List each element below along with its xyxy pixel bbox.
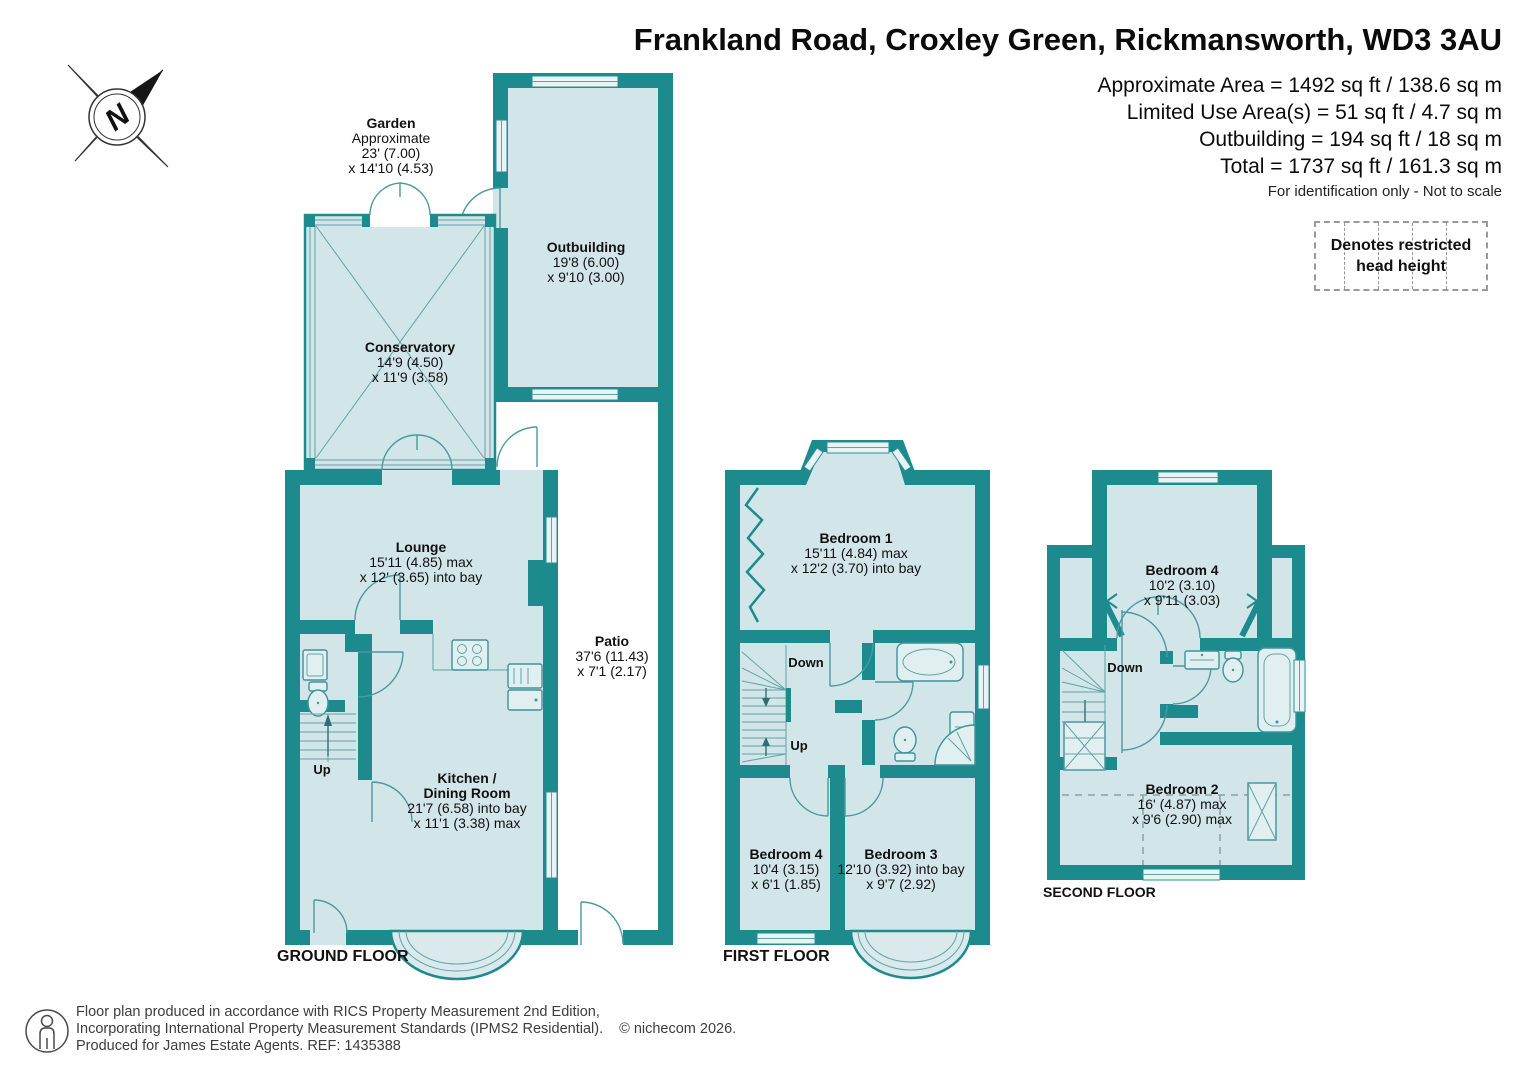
limited-use-area: Limited Use Area(s) = 51 sq ft / 4.7 sq … — [1126, 101, 1502, 124]
ground-stairs — [300, 713, 356, 762]
wardrobe-icon — [1063, 721, 1106, 771]
second-bath-icon — [1257, 647, 1297, 733]
footer-copyright: © nichecom 2026. — [619, 1021, 737, 1037]
person-icon — [25, 1009, 69, 1053]
second-sink-icon — [1184, 650, 1220, 670]
first-stairs-down-label: Down — [788, 655, 824, 670]
outbuilding-area: Outbuilding = 194 sq ft / 18 sq m — [1199, 128, 1502, 151]
second-floor-plan — [1047, 470, 1306, 881]
first-bedroom4-label: Bedroom 4 10'4 (3.15) x 6'1 (1.85) — [749, 846, 823, 892]
approximate-area: Approximate Area = 1492 sq ft / 138.6 sq… — [1097, 74, 1503, 97]
first-floor-plan — [725, 440, 990, 980]
conservatory-label: Conservatory 14'9 (4.50) x 11'9 (3.58) — [364, 339, 456, 385]
bathroom-toilet-icon — [893, 726, 917, 762]
bedroom2-label: Bedroom 2 16' (4.87) max x 9'6 (2.90) ma… — [1132, 781, 1232, 827]
total-area: Total = 1737 sq ft / 161.3 sq m — [1220, 155, 1502, 178]
outbuilding-label: Outbuilding 19'8 (6.00) x 9'10 (3.00) — [546, 239, 626, 285]
footer-line1: Floor plan produced in accordance with R… — [76, 1004, 600, 1020]
footer-text: Floor plan produced in accordance with R… — [76, 1004, 736, 1055]
bedroom3-bay-window — [845, 929, 975, 980]
kitchen-sink-icon — [507, 663, 543, 711]
bath-icon — [896, 642, 964, 682]
legend-dash-line — [1378, 223, 1379, 289]
legend-dash-line — [1344, 223, 1345, 289]
kitchen-label: Kitchen / Dining Room 21'7 (6.58) into b… — [407, 770, 527, 831]
ground-stairs-up-label: Up — [313, 762, 331, 777]
hob-icon — [451, 639, 489, 671]
second-stairs-down-label: Down — [1107, 660, 1143, 675]
bedroom3-label: Bedroom 3 12'10 (3.92) into bay x 9'7 (2… — [837, 846, 965, 892]
page-title: Frankland Road, Croxley Green, Rickmansw… — [633, 22, 1502, 57]
area-summary: Approximate Area = 1492 sq ft / 138.6 sq… — [1098, 72, 1503, 180]
legend-text: Denotes restricted head height — [1330, 237, 1472, 275]
first-floor-title: FIRST FLOOR — [723, 948, 830, 965]
second-floor-title: SECOND FLOOR — [1043, 884, 1156, 900]
second-bedroom4-label: Bedroom 4 10'2 (3.10) x 9'11 (3.03) — [1143, 562, 1221, 608]
second-toilet-icon — [1222, 650, 1244, 683]
shower-icon — [934, 724, 976, 766]
footer-line2-row: Incorporating International Property Mea… — [76, 1021, 736, 1038]
wardrobe2-icon — [1247, 782, 1277, 841]
lounge-label: Lounge 15'11 (4.85) max x 12' (3.65) int… — [359, 539, 483, 585]
compass-icon: N — [67, 64, 169, 168]
restricted-height-legend: Denotes restricted head height — [1314, 221, 1488, 291]
wc-toilet-icon — [307, 681, 329, 717]
first-stairs-up-label: Up — [790, 738, 808, 753]
legend-dash-line — [1446, 223, 1447, 289]
restricted-head-height-lines — [1062, 794, 1292, 865]
conservatory-structure — [303, 182, 497, 472]
ground-floor-title: GROUND FLOOR — [277, 948, 409, 965]
garden-label: Garden Approximate 23' (7.00) x 14'10 (4… — [348, 115, 434, 176]
patio-label: Patio 37'6 (11.43) x 7'1 (2.17) — [575, 633, 649, 679]
wc-sink-icon — [302, 649, 328, 681]
footer-line3: Produced for James Estate Agents. REF: 1… — [76, 1038, 401, 1054]
footer-line2: Incorporating International Property Mea… — [76, 1021, 604, 1037]
scale-disclaimer: For identification only - Not to scale — [1267, 183, 1502, 200]
kitchen-bay-window — [383, 929, 532, 981]
first-floor-stairs — [741, 645, 791, 765]
ground-floor-plan — [285, 73, 673, 981]
bedroom1-zigzag-wall — [744, 487, 766, 623]
bedroom1-label: Bedroom 1 15'11 (4.84) max x 12'2 (3.70)… — [790, 530, 922, 576]
legend-dash-line — [1412, 223, 1413, 289]
